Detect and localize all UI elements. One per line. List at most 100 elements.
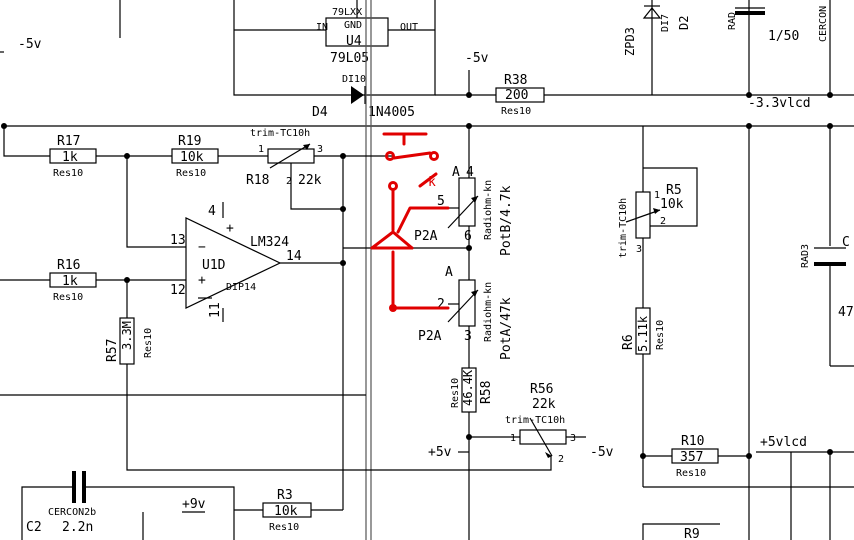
opamp-part: LM324 [250,235,289,250]
plus9v-label: +9v [182,497,206,512]
neg5v-left: -5v [18,37,42,52]
r18-pin1: 1 [258,144,264,155]
plus5vlcd-label: +5vlcd [760,435,807,450]
r56-trimmer: R56 22k trim-TC10h 1 3 2 +5v -5v [428,382,614,465]
opamp-footprint: DIP14 [226,282,256,293]
opamp-pin13: 13 [170,233,186,248]
c-right-label: C [842,235,850,250]
r3-value: 10k [274,504,298,519]
pota-pin3: 3 [464,329,472,344]
r6-name: R6 [621,334,636,350]
di7-label: DI7 [660,14,671,32]
opamp-minus: − [198,240,206,255]
r17-footprint: Res10 [53,168,83,179]
r17-name: R17 [57,134,80,149]
red-annotation: k [370,132,450,312]
c-right-value: 47 [838,305,854,320]
c-top-value: 1/50 [768,29,799,44]
potb-pin-a: A [452,165,460,180]
pota-label: P2A [418,329,442,344]
r5-trimmer: trim-TC10h R5 10k 1 2 3 R6 5.11k Res10 R… [618,126,854,488]
r9-name: R9 [684,527,700,540]
pota-body [458,279,476,327]
r16-name: R16 [57,258,80,273]
r58-resistor: Res10 46.4K R58 [450,367,494,540]
opamp-name: U1D [202,258,226,273]
r18-value: 22k [298,173,322,188]
d4-diode [351,86,366,104]
r57-value: 3.3M [120,321,134,350]
r56-pin3: 3 [570,433,576,444]
opamp-triangle [185,217,282,309]
r19-footprint: Res10 [176,168,206,179]
pota-pin-a: A [445,265,453,280]
neg5v-r56-label: -5v [590,445,614,460]
r56-pin1: 1 [510,433,516,444]
pot-b: A 4 5 6 P2A Radiohm-kn PotB/4.7k [343,126,514,280]
opamp-pin4: 4 [208,204,216,219]
u4-out-pin: OUT [400,22,418,33]
rad3-label: RAD3 [800,244,811,268]
r57-resistor: R57 3.3M Res10 [0,280,552,471]
feedback-chain: R17 1k Res10 R19 10k Res10 trim-TC10h 1 … [3,126,394,505]
r58-value: 46.4K [461,369,475,406]
r57-name: R57 [105,339,120,362]
opamp-plus-top: + [226,221,234,236]
r58-name: R58 [479,381,494,404]
r56-body [519,429,567,445]
potb-pin5: 5 [437,194,445,209]
r5-trim: trim-TC10h [618,198,629,258]
pota-pin2: 2 [437,297,445,312]
pot-a: A 2 3 P2A Radiohm-kn PotA/47k [418,265,514,368]
r18-name: R18 [246,173,269,188]
r10-name: R10 [681,434,704,449]
r6-value: 5.11k [636,315,650,352]
r18-pin2: 2 [286,176,292,187]
zpd3-label: ZPD3 [623,27,637,56]
r10-footprint: Res10 [676,468,706,479]
potb-pin4: 4 [466,165,474,180]
opamp-pin11: 11 [208,302,223,318]
r5-value: 10k [660,197,684,212]
r56-pin2: 2 [558,454,564,465]
r16-value: 1k [62,274,78,289]
u4-regulator-body [325,17,389,47]
r38-value: 200 [505,88,528,103]
d2-label: D2 [677,16,691,30]
u4-part: 79L05 [330,51,369,66]
d4-label: D4 [312,105,328,120]
plus5v-label: +5v [428,445,452,460]
cercon-top-label: CERCON [818,6,829,42]
opamp-pin14: 14 [286,249,302,264]
r3-footprint: Res10 [269,522,299,533]
u4-gnd-pin: GND [344,20,362,31]
r56-name: R56 [530,382,553,397]
c2-value: 2.2n [62,520,93,535]
u4-in-pin: IN [316,22,328,33]
r5-pin2: 2 [660,216,666,227]
r5-pin1: 1 [654,190,660,201]
r57-footprint: Res10 [143,328,154,358]
neg5v-mid: -5v [465,51,489,66]
opamp-plus: + [198,273,206,288]
r16-footprint: Res10 [53,292,83,303]
r18-trim: trim-TC10h [250,128,310,139]
u4-type: 79LXX [332,7,362,18]
di10-label: DI10 [342,74,366,85]
opamp-pin12: 12 [170,283,186,298]
pota-name: PotA/47k [499,297,514,360]
d4-part: 1N4005 [368,105,415,120]
r10-value: 357 [680,450,703,465]
r17-value: 1k [62,150,78,165]
r3-name: R3 [277,488,293,503]
u4-name: U4 [346,34,362,49]
top-region: IN GND OUT 79LXX U4 79L05 DI10 D4 1N4005… [0,0,854,120]
r5-body [635,191,651,239]
r18-pin3: 3 [317,144,323,155]
bottom-region: CERCON2b C2 2.2n +9v R3 10k Res10 R9 [21,471,720,540]
r56-value: 22k [532,397,556,412]
potb-label: P2A [414,229,438,244]
rad-top-label: RAD [727,12,738,30]
